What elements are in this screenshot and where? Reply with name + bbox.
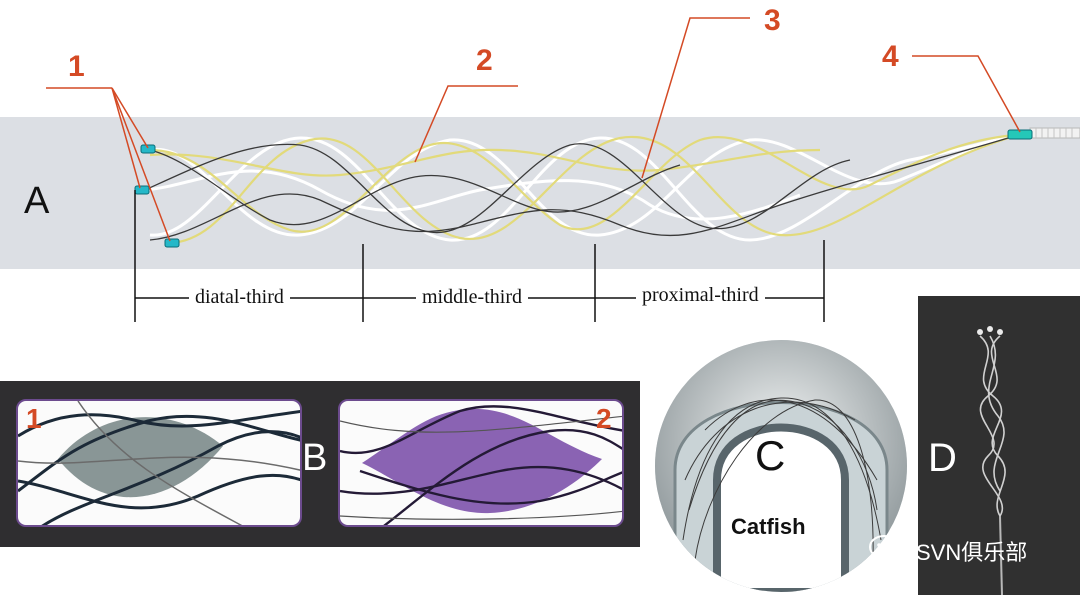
pusher-coil-ticks: [1035, 128, 1073, 138]
panel-b1-closed-cell: 1: [16, 399, 302, 527]
panel-label-d: D: [928, 436, 957, 480]
vessel-tube: [0, 117, 1080, 269]
stent-mesh-dark: [144, 135, 1016, 241]
callout-3: 3: [764, 4, 781, 37]
panel-b-cell-comparison: 1 B 2: [0, 381, 640, 547]
segment-label-middle: middle-third: [416, 286, 528, 309]
watermark-text: SVN俱乐部: [916, 540, 1028, 565]
callout-1: 1: [68, 50, 85, 83]
catfish-caption: Catfish: [731, 514, 806, 539]
photo-tip-markers: [977, 326, 1003, 335]
photo-delivery-wire: [999, 515, 1003, 595]
panel-label-c: C: [755, 432, 786, 479]
callout-2: 2: [476, 44, 493, 77]
panel-d-stent-photo: D: [918, 296, 1080, 595]
stent-diagram-svg: [0, 17, 1080, 322]
cell-gray-wires: [18, 410, 300, 525]
panel-b-sublabel-1: 1: [26, 403, 42, 434]
stent-mesh-yellow: [149, 133, 1016, 245]
callout-4: 4: [882, 40, 899, 73]
stent-mesh-white: [144, 133, 1016, 242]
cell-purple-svg: [340, 405, 622, 525]
photo-stent-braid: [979, 335, 1006, 517]
panel-a-stent-diagram: 1 2 3 4 A diatal-third middle-third prox…: [0, 4, 1080, 322]
panel-b2-open-cell: 2: [338, 399, 624, 527]
cell-gray-thin-wires: [18, 401, 300, 525]
markers-distal: [134, 144, 180, 248]
watermark: SVN俱乐部: [868, 533, 1068, 565]
photo-background: [918, 296, 1080, 595]
cell-purple-fill: [362, 408, 602, 514]
stent-photo-svg: [918, 296, 1080, 595]
cell-gray-svg: [18, 401, 300, 525]
catfish-stent-wires: [682, 397, 882, 561]
catfish-tube-inner: [713, 423, 849, 592]
segment-label-proximal: proximal-third: [636, 284, 765, 307]
panel-label-a: A: [24, 180, 50, 222]
panel-c-catfish-model: C Catfish: [655, 340, 907, 592]
wechat-icon: [869, 535, 910, 563]
panel-label-b: B: [302, 437, 328, 479]
callout-leaders: [46, 17, 1021, 242]
panel-b-sublabel-2: 2: [596, 403, 612, 434]
catfish-model-svg: [655, 340, 907, 592]
cell-purple-wires: [340, 405, 622, 525]
marker-proximal: [1007, 129, 1033, 140]
segment-label-distal: diatal-third: [189, 286, 290, 309]
cell-purple-thin-wires: [340, 415, 622, 520]
